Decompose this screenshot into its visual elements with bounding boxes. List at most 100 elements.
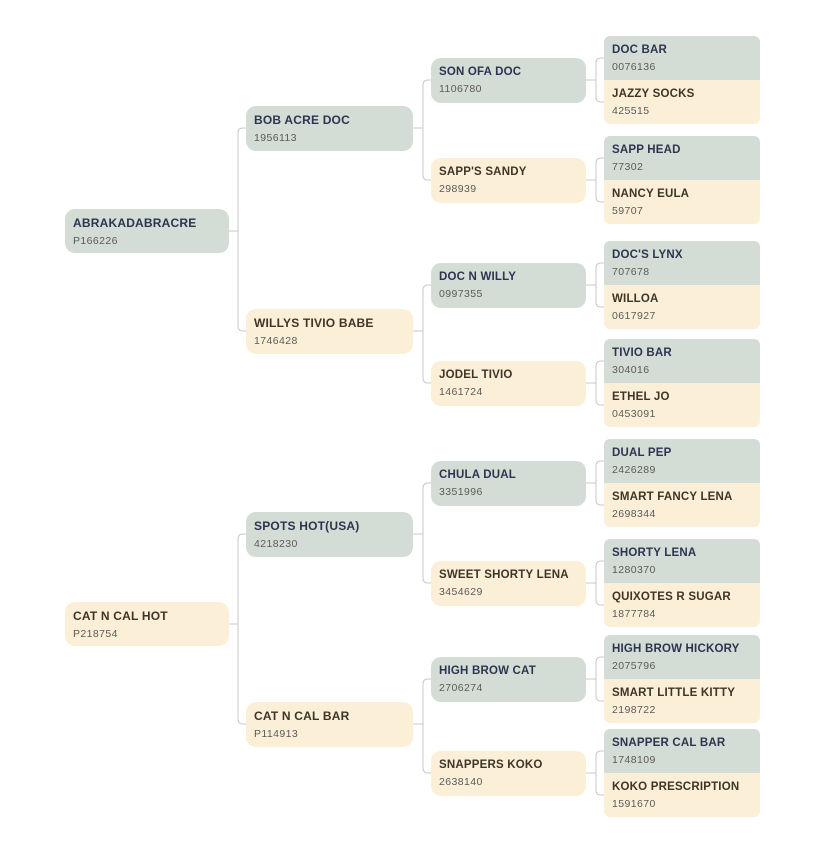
connector-line: [422, 482, 431, 584]
connector-line: [595, 360, 604, 406]
gen4-horse-card: JAZZY SOCKS 425515: [604, 80, 760, 124]
connector-line: [422, 79, 431, 181]
horse-name: ABRAKADABRACRE: [73, 215, 197, 230]
registration-number: 1746428: [254, 334, 298, 347]
gen4-horse-card: SAPP HEAD 77302: [604, 136, 760, 180]
registration-number: 1956113: [254, 131, 297, 144]
horse-name: JAZZY SOCKS: [612, 87, 695, 100]
gen3-horse-card: SWEET SHORTY LENA 3454629: [431, 560, 586, 606]
gen4-horse-card: DOC BAR 0076136: [604, 36, 760, 80]
registration-number: P218754: [73, 627, 118, 640]
horse-name: WILLOA: [612, 292, 659, 305]
connector-line: [237, 127, 246, 332]
gen4-horse-card: SNAPPER CAL BAR 1748109: [604, 729, 760, 773]
connector-line: [595, 460, 604, 506]
gen3-horse-card: SON OFA DOC 1106780: [431, 57, 586, 103]
registration-number: 59707: [612, 204, 644, 217]
gen4-horse-card: SMART FANCY LENA 2698344: [604, 483, 760, 527]
horse-name: SON OFA DOC: [439, 65, 522, 78]
connector-line: [595, 262, 604, 308]
gen4-horse-card: SHORTY LENA 1280370: [604, 539, 760, 583]
registration-number: 1280370: [612, 563, 656, 576]
gen2-horse-card: SPOTS HOT(USA) 4218230: [246, 511, 413, 557]
registration-number: 1461724: [439, 385, 483, 398]
horse-name: CAT N CAL BAR: [254, 708, 350, 723]
horse-name: WILLYS TIVIO BABE: [254, 315, 374, 330]
registration-number: 298939: [439, 182, 477, 195]
registration-number: 0076136: [612, 60, 656, 73]
horse-name: SWEET SHORTY LENA: [439, 568, 569, 581]
registration-number: 3351996: [439, 485, 483, 498]
horse-name: SNAPPER CAL BAR: [612, 736, 726, 749]
registration-number: 2638140: [439, 775, 483, 788]
registration-number: P114913: [254, 727, 299, 740]
connector-line: [595, 157, 604, 203]
registration-number: 0997355: [439, 287, 483, 300]
registration-number: 2075796: [612, 659, 656, 672]
registration-number: 1106780: [439, 82, 482, 95]
gen3-horse-card: CHULA DUAL 3351996: [431, 460, 586, 506]
gen4-horse-card: DUAL PEP 2426289: [604, 439, 760, 483]
registration-number: 707678: [612, 265, 650, 278]
registration-number: P166226: [73, 234, 118, 247]
registration-number: 0617927: [612, 309, 656, 322]
horse-name: BOB ACRE DOC: [254, 112, 350, 127]
horse-name: DOC'S LYNX: [612, 248, 683, 261]
gen4-horse-card: ETHEL JO 0453091: [604, 383, 760, 427]
horse-name: SAPP HEAD: [612, 143, 681, 156]
horse-name: JODEL TIVIO: [439, 368, 513, 381]
gen2-horse-card: CAT N CAL BAR P114913: [246, 701, 413, 747]
horse-name: CHULA DUAL: [439, 468, 516, 481]
horse-name: SAPP'S SANDY: [439, 165, 527, 178]
gen4-horse-card: SMART LITTLE KITTY 2198722: [604, 679, 760, 723]
connector-line: [422, 284, 431, 384]
connector-line: [595, 57, 604, 103]
gen1-horse-card: ABRAKADABRACRE P166226: [65, 209, 229, 253]
horse-name: SPOTS HOT(USA): [254, 518, 360, 533]
horse-name: DUAL PEP: [612, 446, 672, 459]
connector-line: [595, 750, 604, 796]
gen2-horse-card: BOB ACRE DOC 1956113: [246, 105, 413, 151]
gen4-horse-card: NANCY EULA 59707: [604, 180, 760, 224]
connector-line: [422, 678, 431, 774]
horse-name: HIGH BROW CAT: [439, 664, 536, 677]
gen3-horse-card: SAPP'S SANDY 298939: [431, 157, 586, 203]
horse-name: KOKO PRESCRIPTION: [612, 780, 740, 793]
registration-number: 0453091: [612, 407, 656, 420]
registration-number: 2698344: [612, 507, 656, 520]
gen4-horse-card: TIVIO BAR 304016: [604, 339, 760, 383]
registration-number: 425515: [612, 104, 650, 117]
gen4-horse-card: DOC'S LYNX 707678: [604, 241, 760, 285]
horse-name: SMART FANCY LENA: [612, 490, 733, 503]
connector-line: [595, 560, 604, 606]
registration-number: 4218230: [254, 537, 298, 550]
connector-line: [237, 533, 246, 725]
registration-number: 304016: [612, 363, 650, 376]
horse-name: SHORTY LENA: [612, 546, 697, 559]
registration-number: 3454629: [439, 585, 483, 598]
gen4-horse-card: KOKO PRESCRIPTION 1591670: [604, 773, 760, 817]
horse-name: NANCY EULA: [612, 187, 690, 200]
horse-name: SMART LITTLE KITTY: [612, 686, 736, 699]
horse-name: TIVIO BAR: [612, 346, 672, 359]
registration-number: 2198722: [612, 703, 656, 716]
registration-number: 1591670: [612, 797, 656, 810]
gen4-horse-card: QUIXOTES R SUGAR 1877784: [604, 583, 760, 627]
connector-line: [595, 656, 604, 702]
gen4-horse-card: WILLOA 0617927: [604, 285, 760, 329]
registration-number: 77302: [612, 160, 644, 173]
gen2-horse-card: WILLYS TIVIO BABE 1746428: [246, 308, 413, 354]
horse-name: DOC BAR: [612, 43, 668, 56]
registration-number: 1748109: [612, 753, 656, 766]
registration-number: 2426289: [612, 463, 656, 476]
horse-name: ETHEL JO: [612, 390, 670, 403]
horse-name: QUIXOTES R SUGAR: [612, 590, 731, 603]
registration-number: 1877784: [612, 607, 656, 620]
